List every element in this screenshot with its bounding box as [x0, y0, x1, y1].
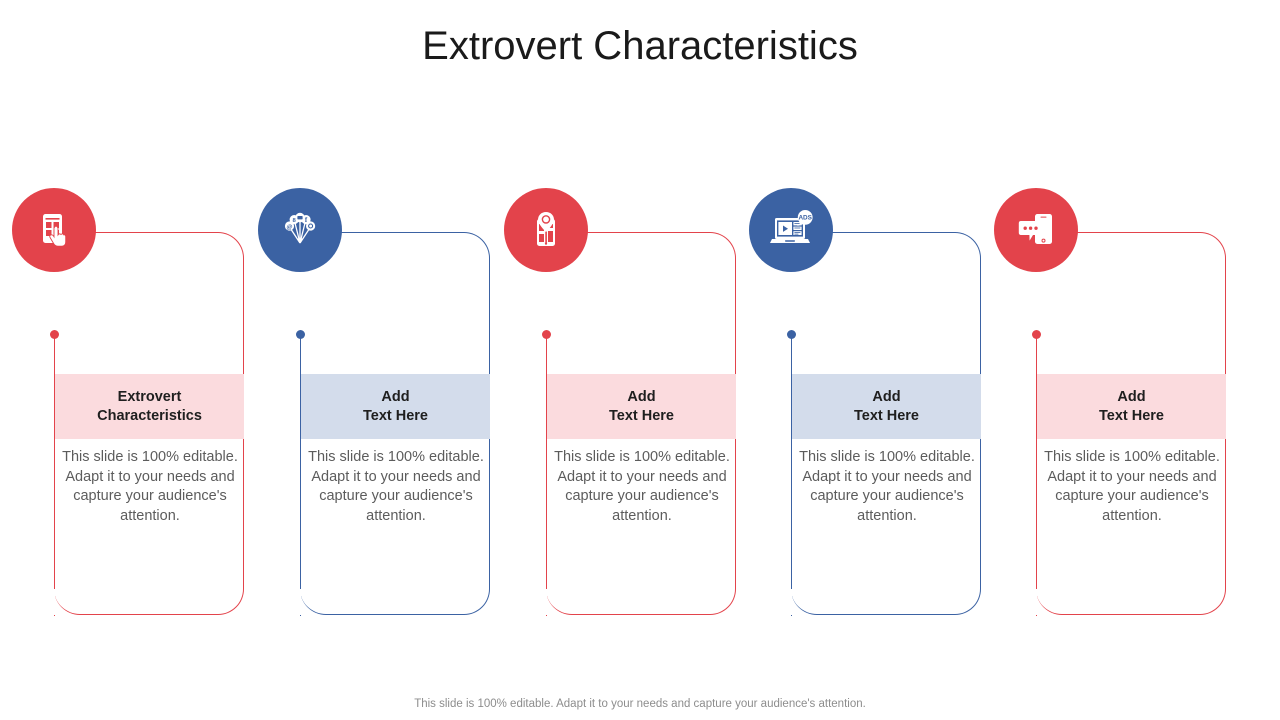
- card-3[interactable]: Add Text Here This slide is 100% editabl…: [504, 188, 786, 616]
- card-stem-cap: [54, 589, 55, 615]
- card-header-band: Add Text Here: [301, 374, 490, 439]
- card-stem-dot: [296, 330, 305, 339]
- card-header-band: Add Text Here: [547, 374, 736, 439]
- footer-note: This slide is 100% editable. Adapt it to…: [414, 698, 866, 710]
- card-body-text: This slide is 100% editable. Adapt it to…: [1044, 449, 1220, 524]
- card-title: Add Text Here: [362, 388, 428, 424]
- card-title: Add Text Here: [853, 388, 919, 424]
- svg-text:8: 8: [293, 217, 297, 224]
- card-body-text: This slide is 100% editable. Adapt it to…: [799, 449, 975, 524]
- card-stem-line: [300, 334, 301, 616]
- card-header-band: Add Text Here: [792, 374, 981, 439]
- card-stem-line: [1036, 334, 1037, 616]
- card-header-band: Add Text Here: [1037, 374, 1226, 439]
- cards-row: Extrovert Characteristics This slide is …: [0, 188, 1280, 620]
- mobile-chat-bubble-icon[interactable]: [994, 188, 1078, 272]
- card-stem-dot: [787, 330, 796, 339]
- laptop-video-ads-icon[interactable]: ADS: [749, 188, 833, 272]
- card-header-band: Extrovert Characteristics: [55, 374, 244, 439]
- social-network-fan-icon[interactable]: @ 8 f: [258, 188, 342, 272]
- card-title: Add Text Here: [608, 388, 674, 424]
- card-stem-cap: [1036, 589, 1037, 615]
- card-5[interactable]: Add Text Here This slide is 100% editabl…: [994, 188, 1276, 616]
- card-2[interactable]: @ 8 f Add Text Here This slide is 100% e…: [258, 188, 540, 616]
- card-title: Add Text Here: [1098, 388, 1164, 424]
- card-body-text: This slide is 100% editable. Adapt it to…: [308, 449, 484, 524]
- card-4[interactable]: ADS Add Text Here This slide is 100% edi…: [749, 188, 1031, 616]
- card-stem-cap: [791, 589, 792, 615]
- mobile-tap-icon[interactable]: [12, 188, 96, 272]
- mobile-map-pin-icon[interactable]: [504, 188, 588, 272]
- card-stem-dot: [542, 330, 551, 339]
- svg-text:@: @: [287, 224, 293, 231]
- card-stem-cap: [300, 589, 301, 615]
- svg-text:ADS: ADS: [798, 215, 812, 222]
- card-stem-cap: [546, 589, 547, 615]
- card-stem-dot: [50, 330, 59, 339]
- svg-text:f: f: [305, 216, 308, 224]
- card-stem-line: [54, 334, 55, 616]
- card-stem-line: [546, 334, 547, 616]
- card-title: Extrovert Characteristics: [97, 388, 202, 424]
- card-stem-line: [791, 334, 792, 616]
- card-stem-dot: [1032, 330, 1041, 339]
- card-1[interactable]: Extrovert Characteristics This slide is …: [12, 188, 294, 616]
- card-body-text: This slide is 100% editable. Adapt it to…: [62, 449, 238, 524]
- card-body-text: This slide is 100% editable. Adapt it to…: [554, 449, 730, 524]
- page-title: Extrovert Characteristics: [422, 24, 858, 68]
